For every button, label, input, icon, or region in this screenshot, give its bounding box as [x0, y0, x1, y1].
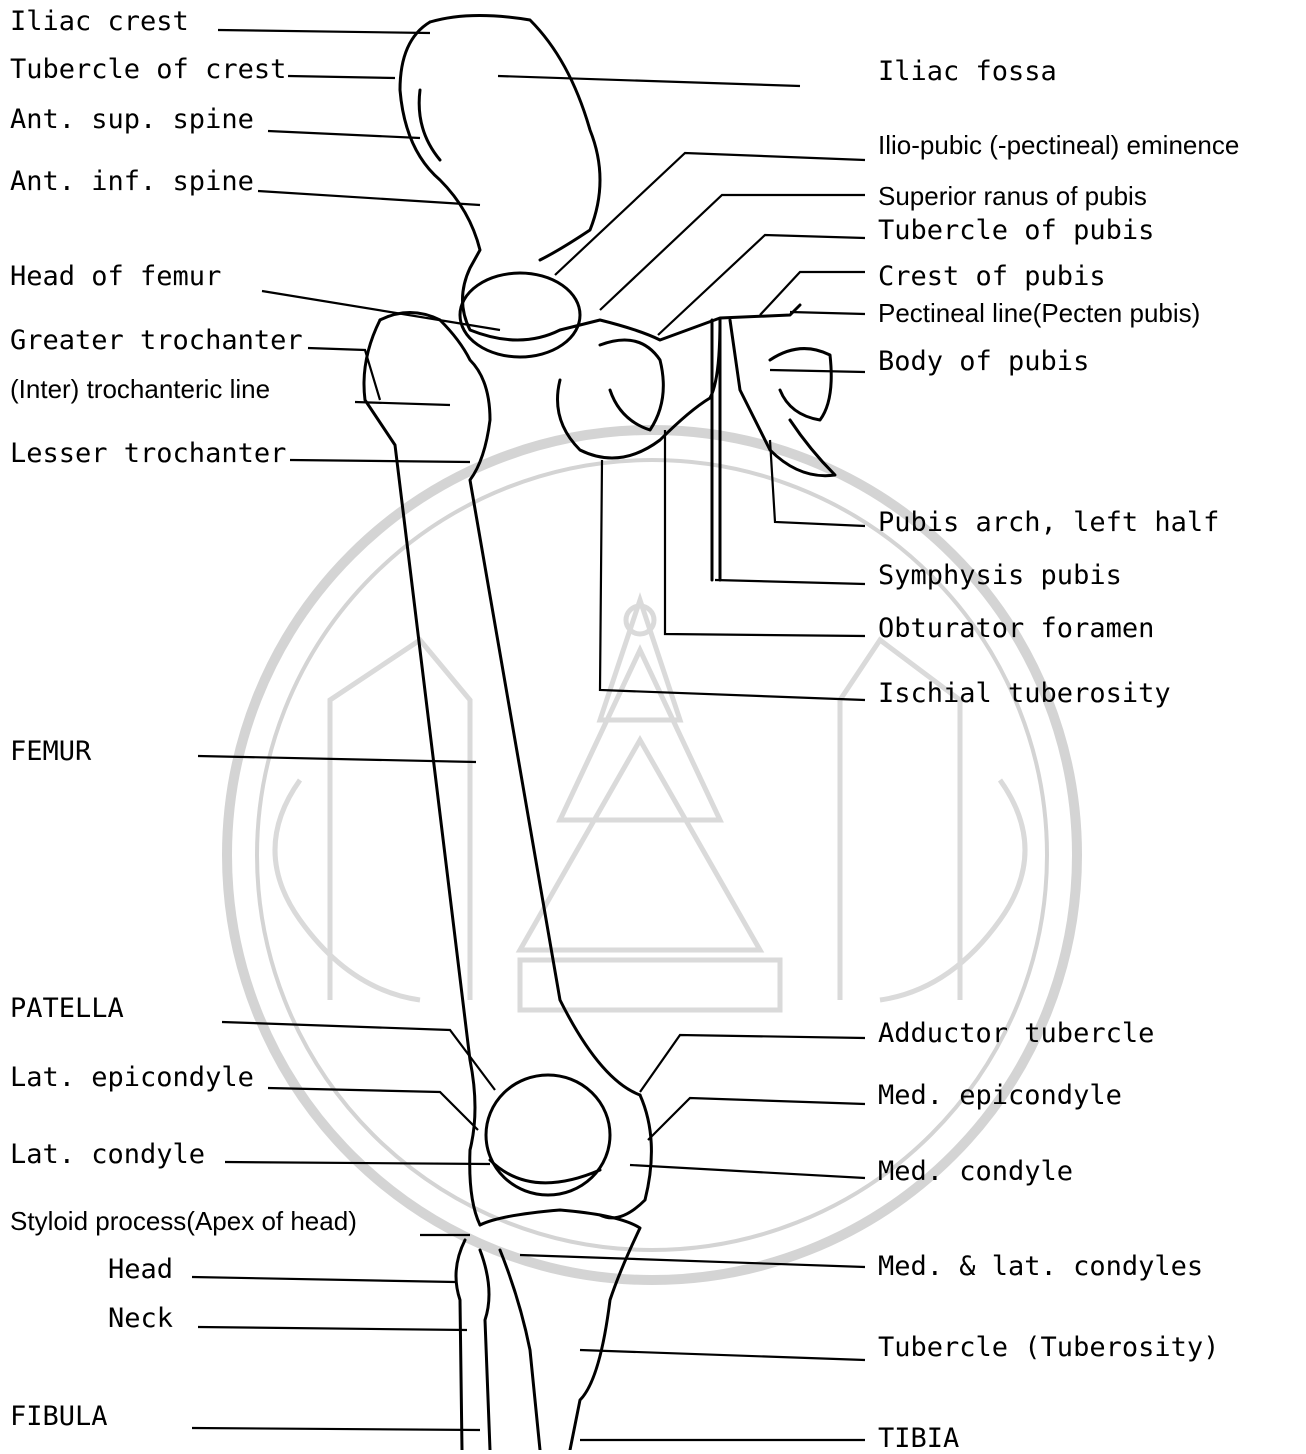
label-ilio-pubic-eminence: Ilio-pubic (-pectineal) eminence [878, 132, 1239, 158]
label-med-condyle: Med. condyle [878, 1158, 1073, 1185]
label-med-epicondyle: Med. epicondyle [878, 1082, 1122, 1109]
label-patella: PATELLA [10, 995, 124, 1022]
label-tubercle-tuberosity: Tubercle (Tuberosity) [878, 1334, 1219, 1361]
label-pectineal-line: Pectineal line(Pecten pubis) [878, 300, 1200, 326]
label-iliac-crest: Iliac crest [10, 8, 189, 35]
label-inter-trochanteric-line: (Inter) trochanteric line [10, 376, 270, 402]
label-crest-of-pubis: Crest of pubis [878, 263, 1106, 290]
femoral-head [460, 273, 580, 357]
pubis-outline [558, 320, 721, 458]
label-tibia: TIBIA [878, 1425, 959, 1452]
label-pubis-arch: Pubis arch, left half [878, 509, 1219, 536]
label-ischial-tuberosity: Ischial tuberosity [878, 680, 1171, 707]
label-ant-sup-spine: Ant. sup. spine [10, 106, 254, 133]
patella [486, 1075, 610, 1195]
label-body-of-pubis: Body of pubis [878, 348, 1089, 375]
label-obturator-foramen: Obturator foramen [878, 615, 1154, 642]
label-lesser-trochanter: Lesser trochanter [10, 440, 286, 467]
label-tubercle-of-pubis: Tubercle of pubis [878, 217, 1154, 244]
label-med-lat-condyles: Med. & lat. condyles [878, 1253, 1203, 1280]
label-adductor-tubercle: Adductor tubercle [878, 1020, 1154, 1047]
femur-outline [364, 320, 480, 1225]
label-lat-epicondyle: Lat. epicondyle [10, 1064, 254, 1091]
label-lat-condyle: Lat. condyle [10, 1141, 205, 1168]
label-ant-inf-spine: Ant. inf. spine [10, 168, 254, 195]
label-femur: FEMUR [10, 738, 91, 765]
label-superior-ramus-of-pubis: Superior ranus of pubis [878, 183, 1147, 209]
tibia-outline [480, 1210, 640, 1450]
label-greater-trochanter: Greater trochanter [10, 327, 303, 354]
label-styloid-process: Styloid process(Apex of head) [10, 1208, 357, 1234]
label-fibula: FIBULA [10, 1403, 108, 1430]
fibula-outline [456, 1240, 465, 1450]
label-tubercle-of-crest: Tubercle of crest [10, 56, 286, 83]
label-head-of-femur: Head of femur [10, 263, 221, 290]
label-fibula-head: Head [108, 1256, 173, 1283]
label-iliac-fossa: Iliac fossa [878, 58, 1057, 85]
label-fibula-neck: Neck [108, 1305, 173, 1332]
label-symphysis-pubis: Symphysis pubis [878, 562, 1122, 589]
